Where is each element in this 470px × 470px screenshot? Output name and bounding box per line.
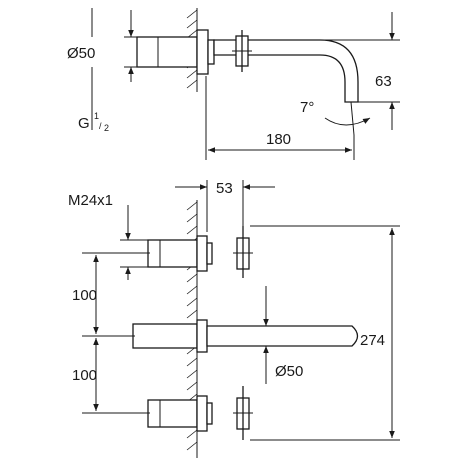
upper-valve xyxy=(147,226,253,278)
spacing-upper-label: 100 xyxy=(72,287,97,304)
spacing-lower-label: 100 xyxy=(72,367,97,384)
svg-text:/: / xyxy=(99,121,102,131)
thread-fraction-den: 2 xyxy=(104,123,109,133)
lower-valve xyxy=(147,386,253,440)
spout-bottom xyxy=(132,319,359,353)
diameter-label-top: Ø50 xyxy=(67,45,95,62)
thread-fraction-num: 1 xyxy=(94,111,99,121)
thread-label-top: G xyxy=(78,115,90,132)
total-height-label: 274 xyxy=(360,332,385,349)
wall-flange-top xyxy=(196,29,209,75)
thread-label-bottom: M24x1 xyxy=(68,192,113,209)
top-view: Ø50 G 1 / 2 63 7° 180 xyxy=(67,8,400,160)
depth-label-bottom: 53 xyxy=(216,180,233,197)
spout-diameter-label: Ø50 xyxy=(275,363,303,380)
valve-body-top xyxy=(136,36,198,68)
angle-label-top: 7° xyxy=(300,99,314,116)
length-label-top: 180 xyxy=(266,131,291,148)
height-label-top: 63 xyxy=(375,73,392,90)
escutcheon-top xyxy=(207,39,215,65)
bottom-view: M24x1 53 100 100 274 Ø50 xyxy=(68,180,400,458)
